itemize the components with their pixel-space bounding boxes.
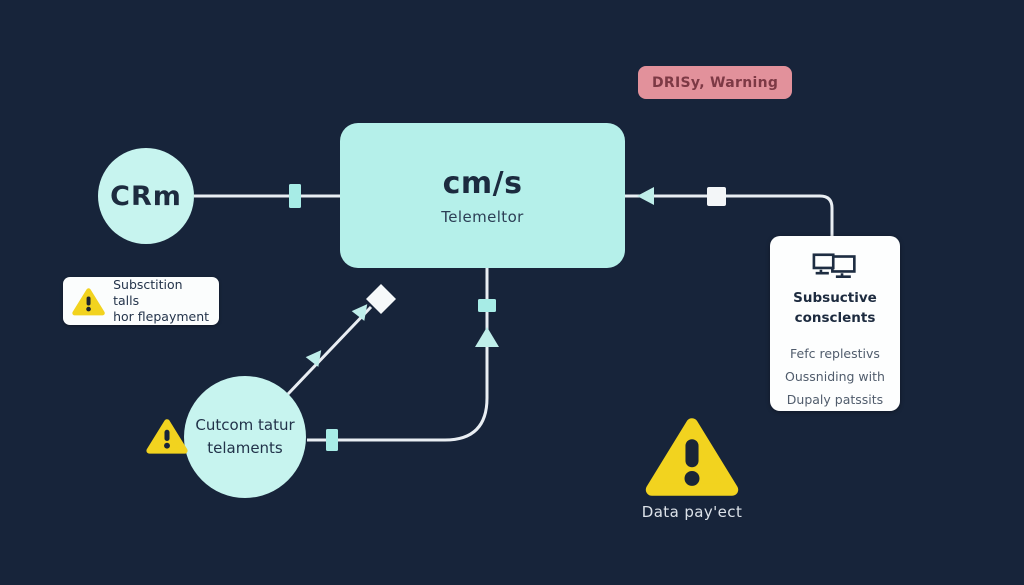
arrow-upright-icon xyxy=(305,350,322,367)
crm-node-label: CRm xyxy=(110,180,182,212)
info-card-line: Oussniding with xyxy=(785,368,885,384)
customer-node-line1: Cutcom tatur xyxy=(195,415,295,434)
warning-badge: DRISy, Warning xyxy=(638,66,793,99)
square-connector xyxy=(326,429,338,451)
warning-triangle-icon xyxy=(645,418,739,496)
info-card-line: Fefc replestivs xyxy=(790,345,880,361)
warning-triangle-icon xyxy=(72,287,105,315)
subscription-alert-line1: Subsctition talls xyxy=(113,276,183,308)
telemetry-node-subtitle: Telemeltor xyxy=(441,207,524,226)
info-card-body: Fefc replestivs Oussniding with Dupaly p… xyxy=(785,342,885,411)
info-card-title: Subsuctive consclents xyxy=(793,290,877,327)
telemetry-node-title: cm/s xyxy=(442,165,523,201)
arrow-upright-icon xyxy=(351,304,368,321)
data-warning-icon-wrap xyxy=(645,415,739,503)
subscription-alert-text: Subsctition talls hor flepayment xyxy=(113,277,210,326)
square-connector xyxy=(289,184,301,208)
square-connector xyxy=(707,187,726,206)
warning-triangle-icon xyxy=(146,419,188,454)
arrow-up-icon xyxy=(475,327,499,347)
customer-node-line2: telaments xyxy=(207,439,283,457)
small-warning-icon-wrap xyxy=(146,417,188,459)
info-card: Subsuctive consclents Fefc replestivs Ou… xyxy=(770,236,900,411)
telemetry-node: cm/s Telemeltor xyxy=(340,123,625,268)
dual-monitor-icon xyxy=(812,253,856,279)
square-connector xyxy=(478,299,496,312)
subscription-alert-line2: hor flepayment xyxy=(113,309,210,325)
warning-badge-label: DRISy, Warning xyxy=(652,74,779,91)
diamond-connector xyxy=(366,284,396,314)
subscription-alert-box: Subsctition talls hor flepayment xyxy=(63,277,219,325)
data-warning-label: Data pay'ect xyxy=(641,503,743,521)
customer-node: Cutcom tatur telaments xyxy=(184,376,306,498)
info-card-line: Dupaly patssits xyxy=(786,391,884,407)
crm-node: CRm xyxy=(98,148,194,244)
arrow-left-icon xyxy=(637,187,654,205)
